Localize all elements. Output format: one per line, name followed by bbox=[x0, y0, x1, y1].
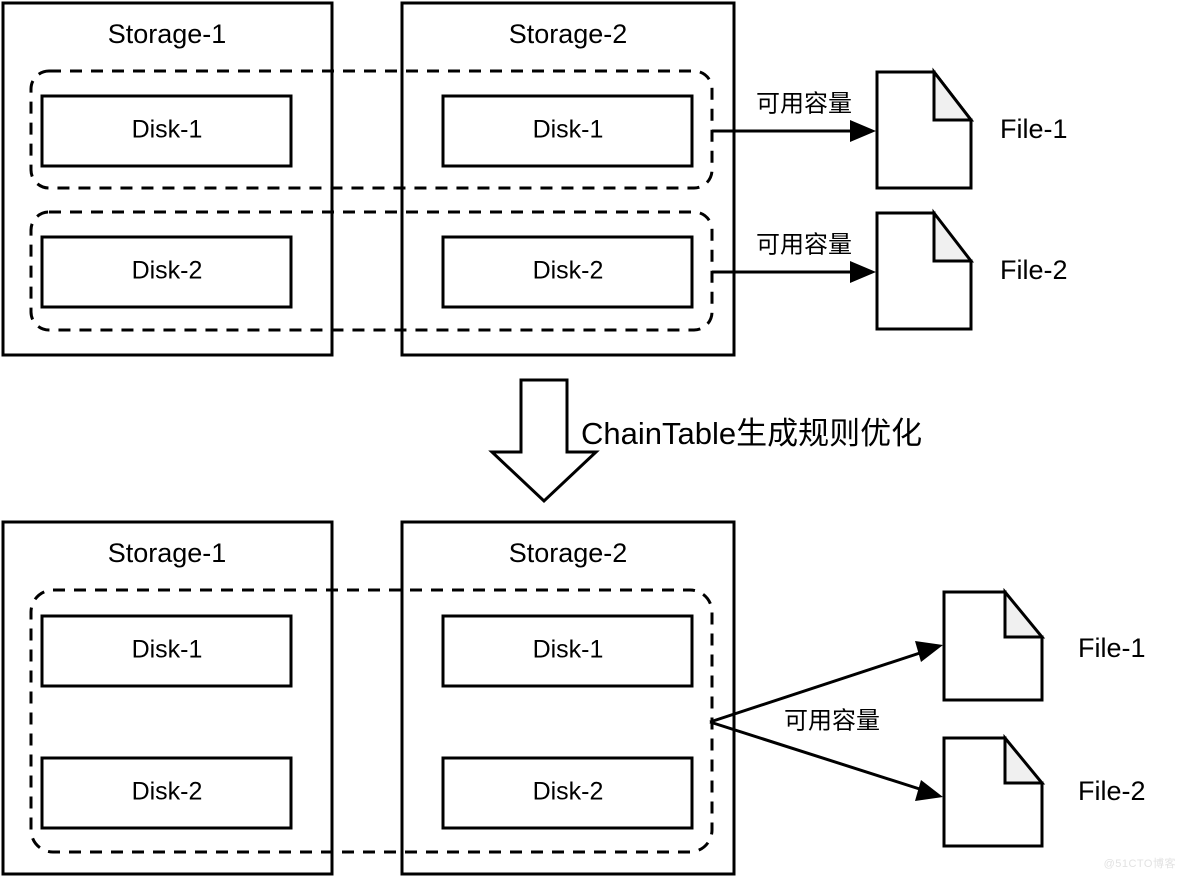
before-file-1-icon bbox=[875, 67, 975, 190]
before-edge-1-label: 可用容量 bbox=[756, 90, 852, 117]
after-edge-1-line bbox=[709, 648, 930, 724]
after-storage-2-label: Storage-2 bbox=[509, 538, 628, 568]
before-s2-disk-2-box bbox=[441, 235, 694, 309]
before-edge-1-arrowhead bbox=[850, 120, 876, 142]
before-file-1-label: File-1 bbox=[1000, 114, 1068, 144]
before-file-2-label: File-2 bbox=[1000, 255, 1068, 285]
transform-down-arrow-icon bbox=[488, 378, 600, 504]
after-s1-disk-1-box bbox=[40, 614, 293, 688]
after-file-2-label: File-2 bbox=[1078, 776, 1146, 806]
before-edge-2-arrowhead bbox=[850, 261, 876, 283]
before-s2-disk-2-label: Disk-2 bbox=[533, 257, 604, 285]
after-file-1-label: File-1 bbox=[1078, 633, 1146, 663]
before-storage-2-label: Storage-2 bbox=[509, 19, 628, 49]
after-s1-disk-2-label: Disk-2 bbox=[132, 778, 203, 806]
before-s1-disk-2-label: Disk-2 bbox=[132, 257, 203, 285]
after-storage-1-label: Storage-1 bbox=[108, 538, 227, 568]
before-s1-disk-1-box bbox=[40, 94, 293, 168]
transform-label: ChainTable生成规则优化 bbox=[581, 416, 922, 451]
after-s1-disk-2-box bbox=[40, 756, 293, 830]
after-edge-2-arrowhead bbox=[915, 780, 943, 801]
after-s2-disk-1-label: Disk-1 bbox=[533, 636, 604, 664]
before-s1-disk-1-label: Disk-1 bbox=[132, 116, 203, 144]
before-s1-disk-2-box bbox=[40, 235, 293, 309]
after-s2-disk-1-box bbox=[441, 614, 694, 688]
before-storage-1-label: Storage-1 bbox=[108, 19, 227, 49]
before-s2-disk-1-label: Disk-1 bbox=[533, 116, 604, 144]
before-s2-disk-1-box bbox=[441, 94, 694, 168]
before-file-2-icon bbox=[875, 208, 975, 331]
after-edge-1-arrowhead bbox=[915, 641, 943, 662]
before-chain-group-1 bbox=[29, 69, 714, 190]
after-file-2-icon bbox=[942, 733, 1046, 848]
after-s1-disk-1-label: Disk-1 bbox=[132, 636, 203, 664]
after-s2-disk-2-box bbox=[441, 756, 694, 830]
after-edge-label: 可用容量 bbox=[784, 707, 880, 734]
after-file-1-icon bbox=[942, 587, 1046, 702]
before-edge-2-label: 可用容量 bbox=[756, 231, 852, 258]
after-s2-disk-2-label: Disk-2 bbox=[533, 778, 604, 806]
after-edge-2-line bbox=[709, 720, 930, 794]
